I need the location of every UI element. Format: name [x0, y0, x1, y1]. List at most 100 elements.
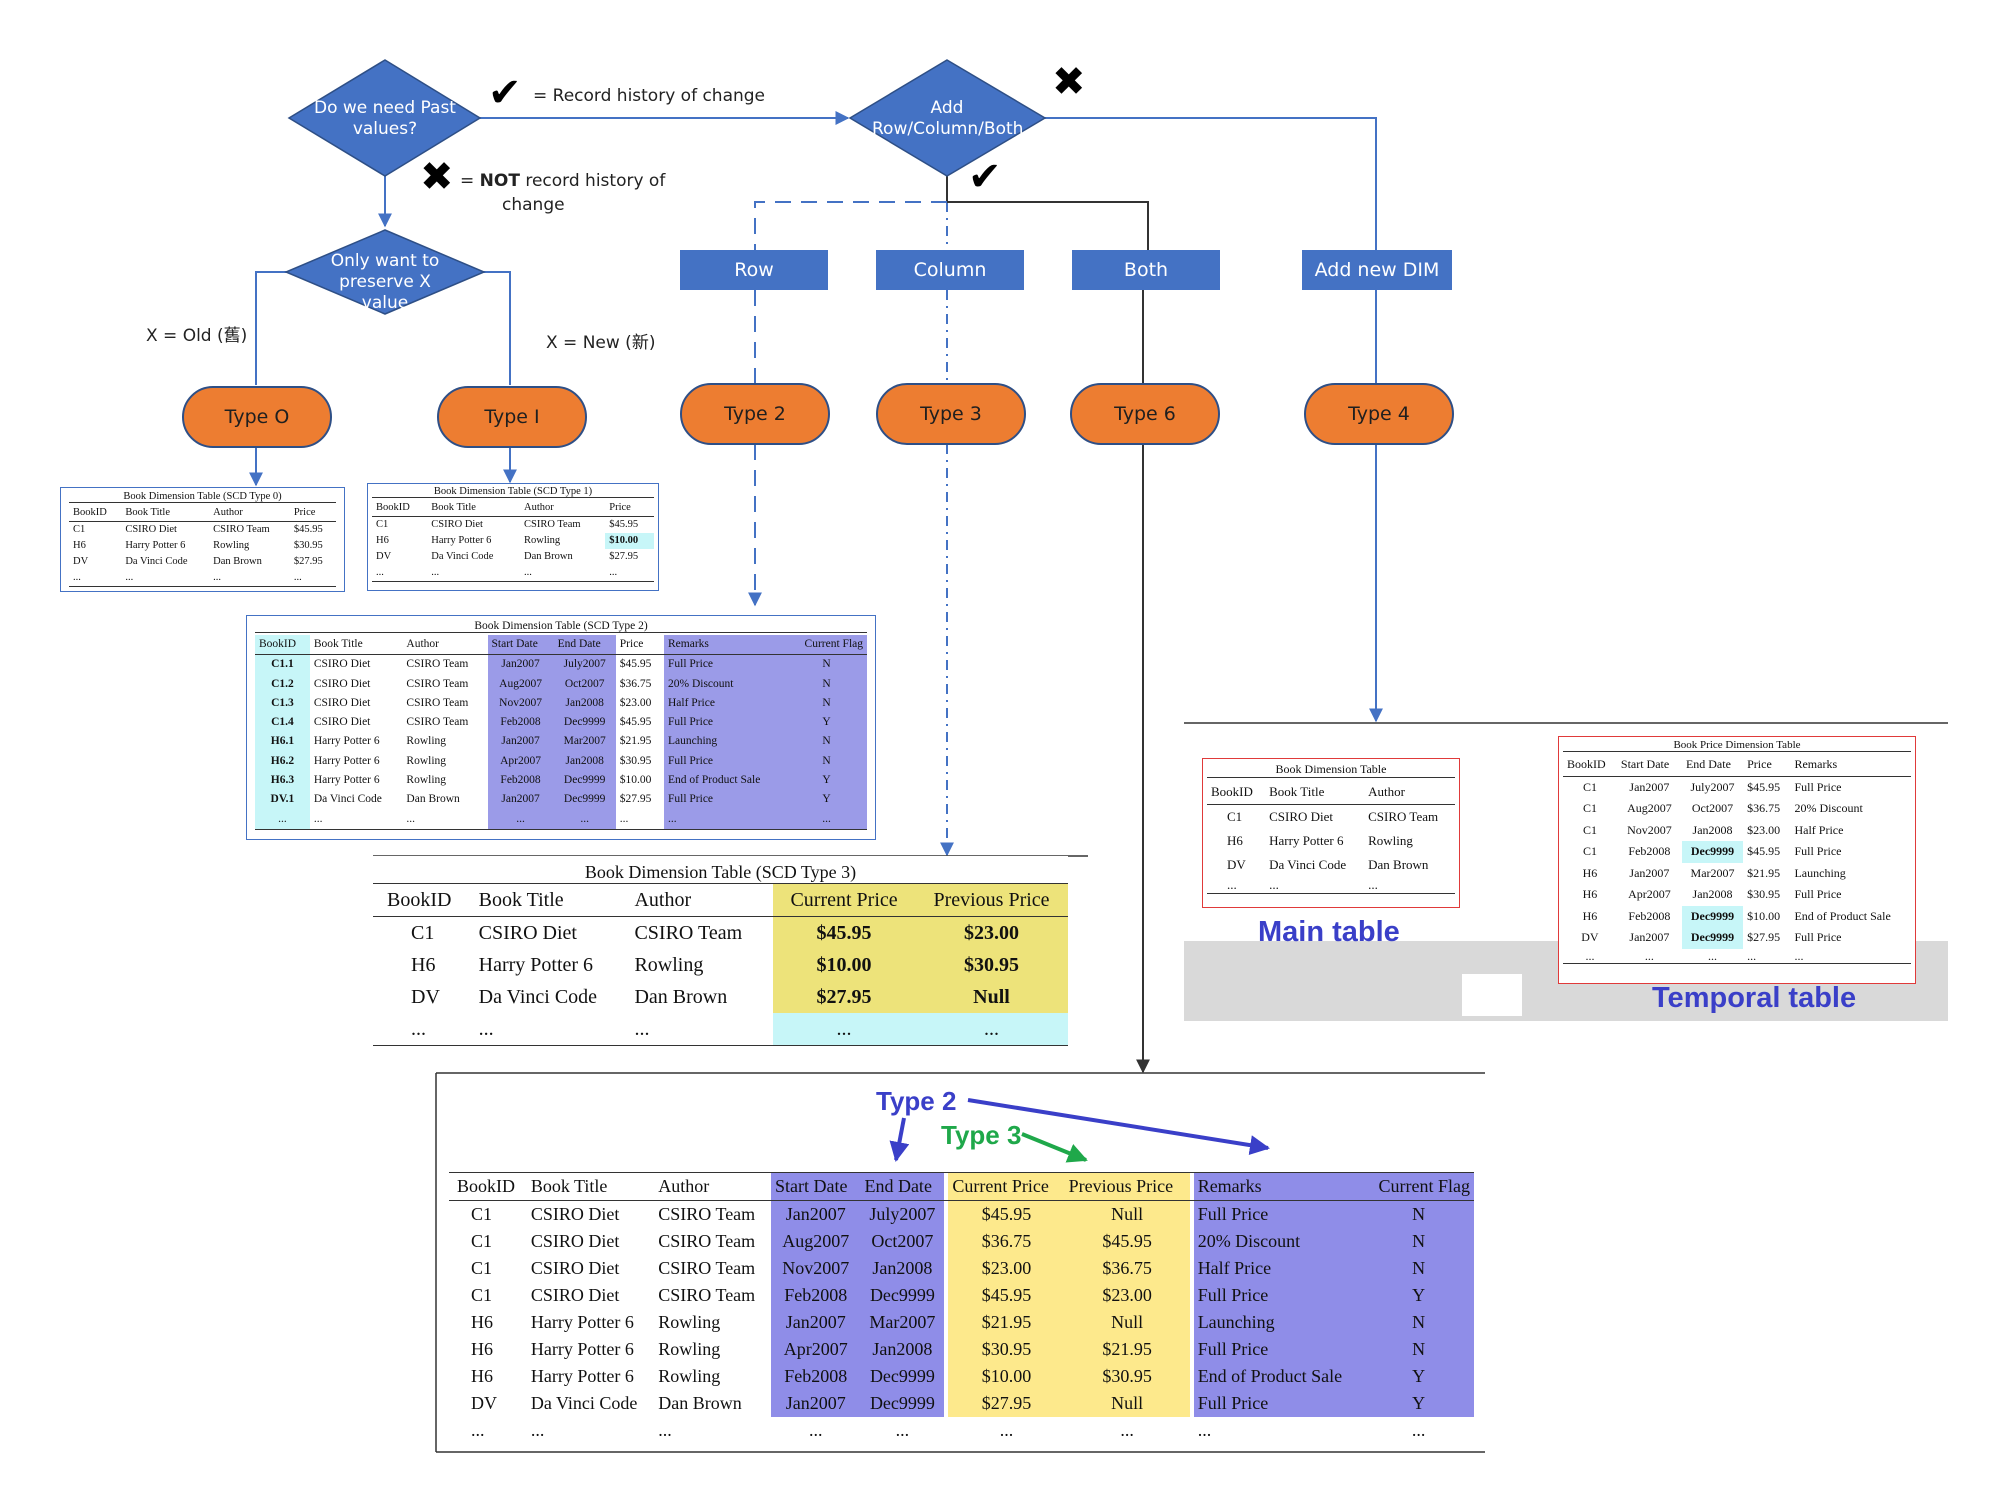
cell: DV [471, 1393, 497, 1413]
header-row: BookID Book Title Author Price [372, 500, 654, 517]
cell: C1 [376, 519, 389, 530]
not-record-rest: record history of [525, 171, 666, 191]
col-header: Start Date [1620, 757, 1670, 771]
cell: Da Vinci Code [313, 793, 382, 806]
cell: CSIRO Team [406, 696, 469, 709]
col-header: Book Title [1269, 784, 1325, 799]
table-row: ............ [69, 570, 336, 587]
cell: C1.3 [255, 693, 310, 714]
cell: N [786, 674, 867, 694]
cell: Full Price [664, 713, 787, 733]
cell: $45.95 [1747, 779, 1781, 794]
cell: Mar2007 [1690, 865, 1735, 880]
cell: ... [1644, 948, 1654, 963]
cell: $27.95 [609, 551, 639, 562]
cell: $27.95 [293, 556, 323, 567]
col-header: BookID [376, 502, 410, 513]
cell: Feb2008 [770, 1363, 861, 1390]
cell: H6 [1227, 833, 1243, 848]
cell: ... [1269, 877, 1279, 892]
cross-icon: ✖ [1052, 59, 1086, 105]
white-patch [1462, 974, 1522, 1016]
cell: CSIRO Team [406, 677, 469, 690]
cell: Rowling [406, 754, 447, 767]
option-both: Both [1072, 250, 1220, 290]
cell: Full Price [1193, 1390, 1364, 1417]
cell: C1 [1582, 779, 1597, 794]
cell: $30.95 [293, 540, 323, 551]
col-header: Price [619, 638, 644, 650]
cell: $45.95 [1747, 844, 1781, 858]
col-header: Current Price [948, 1172, 1065, 1201]
cell: ... [1585, 948, 1595, 963]
cell: H6 [1582, 865, 1598, 880]
cell: $45.95 [948, 1200, 1065, 1228]
cell: ... [293, 572, 302, 583]
cell: Jan2008 [553, 751, 616, 772]
cell: Null [915, 981, 1068, 1013]
cell: Mar2007 [860, 1309, 945, 1336]
cell: ... [1197, 1420, 1212, 1440]
col-header: Start Date [487, 635, 554, 655]
cell: ... [478, 1018, 494, 1040]
table-caption: Book Dimension Table (SCD Type 3) [373, 856, 1068, 884]
cell: ... [1794, 948, 1804, 963]
cell: N [786, 751, 867, 772]
cell: Nov2007 [487, 693, 554, 714]
cell: Aug2007 [487, 674, 554, 694]
option-add-new-dim: Add new DIM [1302, 250, 1452, 290]
cell: $27.95 [619, 793, 652, 806]
cell: Dec9999 [553, 713, 616, 733]
cell: N [786, 732, 867, 752]
cell: C1 [411, 922, 435, 944]
cell: Dan Brown [213, 556, 262, 567]
x-new-note: X = New (新) [546, 333, 656, 353]
cell: CSIRO Team [406, 716, 469, 729]
col-header: BookID [387, 889, 452, 911]
cell: Da Vinci Code [125, 556, 188, 567]
cell: Launching [1193, 1309, 1364, 1336]
cell: $45.95 [773, 916, 916, 949]
cell: ... [664, 809, 787, 830]
check-icon: ✔ [488, 70, 522, 116]
cell: C1.2 [255, 674, 310, 694]
header-row: BookID Book Title Author Start Date End … [255, 635, 867, 655]
cell: ... [999, 1420, 1014, 1440]
cell: Y [1363, 1390, 1474, 1417]
cell: End of Product Sale [1794, 908, 1891, 923]
cell: $30.95 [915, 949, 1068, 981]
col-header: Price [609, 502, 631, 513]
cell: $30.95 [948, 1336, 1065, 1363]
cell: Feb2008 [487, 771, 554, 791]
cell: CSIRO Diet [431, 519, 483, 530]
cell: C1.4 [255, 713, 310, 733]
cell: $10.00 [619, 774, 652, 787]
cell: Jan2007 [770, 1309, 861, 1336]
cell: H6 [471, 1312, 493, 1332]
cell: CSIRO Team [406, 658, 469, 671]
cell: Dec9999 [1681, 841, 1744, 863]
cell: $45.95 [948, 1282, 1065, 1309]
col-header: Remarks [1794, 757, 1838, 771]
cell: H6 [73, 540, 86, 551]
cell: 20% Discount [664, 674, 787, 694]
cell: Y [1363, 1282, 1474, 1309]
cell: July2007 [1690, 779, 1735, 794]
cell: Jan2007 [770, 1200, 861, 1228]
cell: CSIRO Team [658, 1231, 756, 1251]
cell: Feb2008 [770, 1282, 861, 1309]
cell: CSIRO Diet [313, 696, 371, 709]
col-header: Price [293, 507, 316, 518]
cell: Harry Potter 6 [313, 774, 380, 787]
